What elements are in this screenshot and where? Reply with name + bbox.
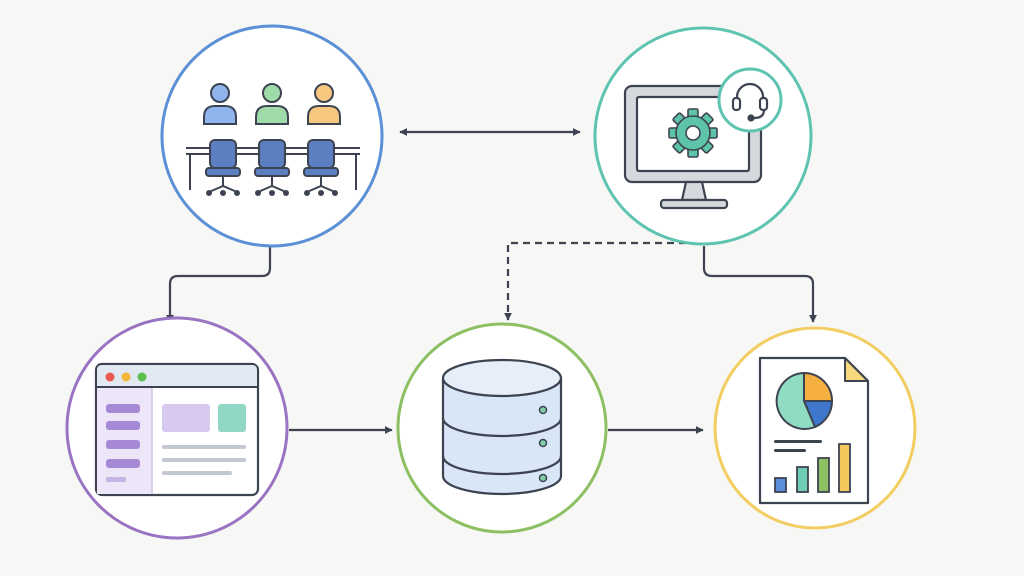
chair-icon — [254, 139, 290, 196]
node-app — [65, 316, 289, 540]
analytics-report-icon — [758, 356, 870, 505]
tech-support-monitor-icon — [623, 67, 783, 210]
status-light-icon — [538, 473, 548, 483]
content-line — [162, 445, 246, 449]
content-card-purple — [162, 404, 210, 432]
person-blue-icon — [203, 83, 237, 125]
sidebar-item — [106, 440, 140, 449]
edge-support-report — [702, 246, 817, 323]
maximize-dot-icon — [137, 372, 147, 382]
sidebar-item — [106, 477, 126, 482]
person-green-icon — [255, 83, 289, 125]
content-line — [162, 471, 232, 475]
status-light-icon — [538, 438, 548, 448]
sidebar-item — [106, 421, 140, 430]
report-text-line — [774, 440, 822, 443]
node-team-ring — [160, 24, 384, 248]
status-light-icon — [538, 405, 548, 415]
person-orange-icon — [307, 83, 341, 125]
pie-chart-icon — [775, 372, 834, 430]
minimize-dot-icon — [121, 372, 131, 382]
node-support — [593, 26, 813, 246]
bar-chart-icon — [774, 443, 851, 493]
gear-icon — [668, 108, 718, 158]
node-team — [160, 24, 384, 248]
node-database — [396, 322, 608, 534]
node-report — [713, 326, 917, 530]
team-workspace-icon — [186, 83, 360, 196]
report-text-line — [774, 449, 806, 452]
chair-icon — [205, 139, 241, 196]
close-dot-icon — [105, 372, 115, 382]
database-icon — [441, 358, 563, 496]
web-application-window-icon — [94, 362, 260, 497]
sidebar-item — [106, 404, 140, 413]
chair-icon — [303, 139, 339, 196]
headset-icon — [717, 67, 783, 133]
edge-team-app — [166, 246, 272, 323]
edge-support-database — [504, 241, 686, 321]
content-line — [162, 458, 246, 462]
connectors — [166, 128, 817, 434]
content-card-teal — [218, 404, 246, 432]
sidebar-item — [106, 459, 140, 468]
